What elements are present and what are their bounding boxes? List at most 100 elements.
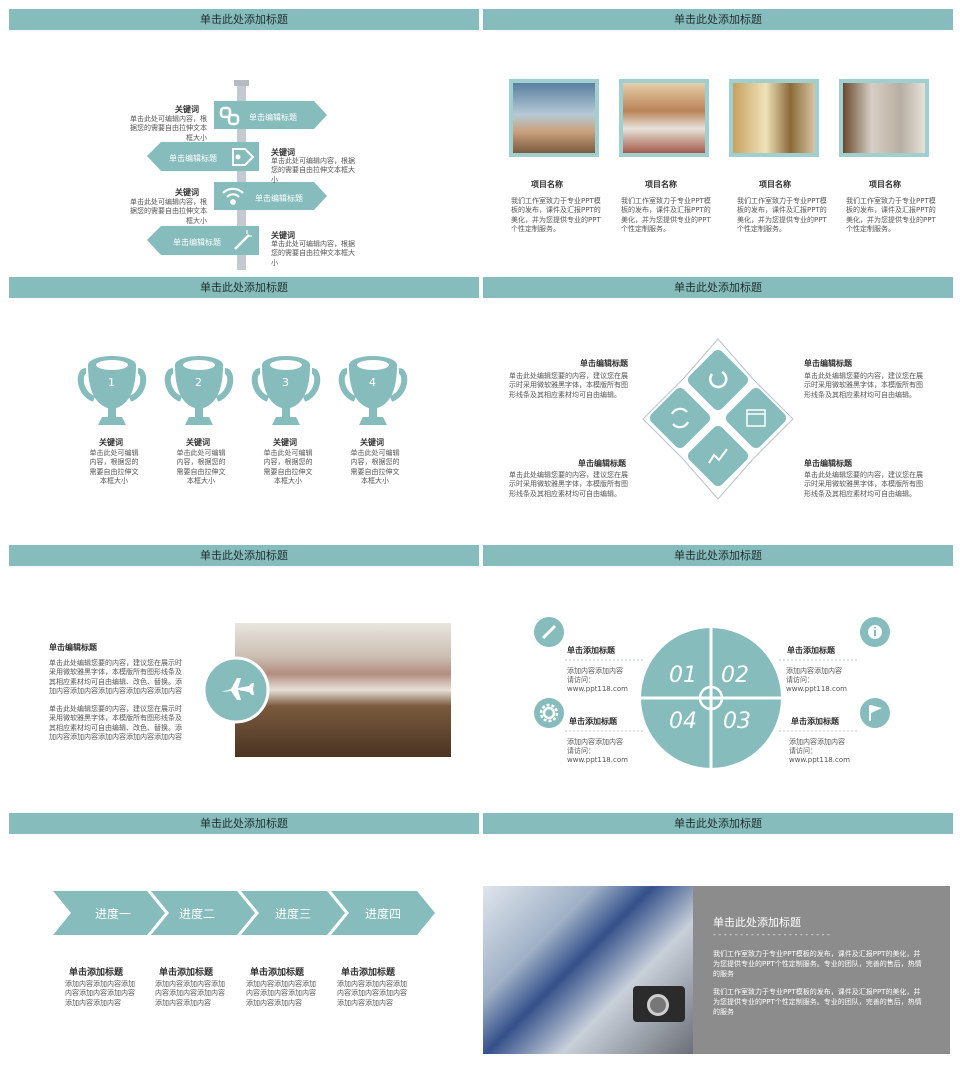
info-icon (868, 625, 882, 639)
slide-title-bar: 单击此处添加标题 (483, 545, 953, 566)
step-heading-4: 单击添加标题 (341, 968, 396, 978)
trophy-num-1: 1 (108, 376, 115, 389)
trophy-desc-2: 单击此处可编辑内容，根据您的需要自由拉伸文本框大小 (176, 449, 226, 486)
calendar-icon (746, 409, 766, 427)
panel-divider: - - - - - - - - - - - - - - - - - - - - … (713, 930, 830, 939)
step-label-1[interactable]: 进度一 (95, 907, 132, 921)
slide-5[interactable]: 单击此处添加标题 单击编辑标题 单击此处编辑您要的内容，建议您在展示时采用微软雅… (9, 545, 479, 807)
refresh-icon (709, 370, 728, 389)
step-label-2[interactable]: 进度二 (179, 907, 216, 921)
signpost-graphic (147, 80, 327, 270)
keyword-4: 关键词 (271, 231, 295, 240)
chart-line-icon (708, 448, 728, 464)
trophy-desc-4: 单击此处可编辑内容，根据您的需要自由拉伸文本框大小 (350, 449, 400, 486)
quad-line3-3: www.ppt118.com (567, 756, 628, 764)
step-label-4[interactable]: 进度四 (365, 907, 402, 921)
quadrant-02: 02 (721, 663, 749, 688)
quadrant-graphic (534, 617, 890, 768)
diamond-left (649, 387, 711, 449)
block-desc-1: 单击此处编辑您要的内容，建议您在展示时采用微软雅黑字体，本模版所有图形线条及其相… (509, 372, 628, 399)
camera-icon (633, 986, 685, 1022)
flag-icon (869, 705, 882, 721)
sign-label-3[interactable]: 单击编辑标题 (255, 194, 303, 203)
text-heading: 单击编辑标题 (49, 643, 97, 652)
slide-2[interactable]: 单击此处添加标题 项目名称 我们工作室致力于专业PPT模板的发布，课件及汇报PP… (483, 9, 953, 271)
gray-panel: 单击此处添加标题 - - - - - - - - - - - - - - - -… (693, 886, 950, 1054)
trophy-kw-4: 关键词 (360, 438, 384, 447)
slide-title-bar: 单击此处添加标题 (483, 277, 953, 298)
slide-title-bar: 单击此处添加标题 (9, 9, 479, 30)
slide-7[interactable]: 单击此处添加标题 进度一 进度二 进度三 进度四 单击添加标题 添加内容添加内容… (9, 813, 479, 1075)
photo-book (619, 79, 709, 157)
block-desc-3: 单击此处编辑您要的内容，建议您在展示时采用微软雅黑字体，本模版所有图形线条及其相… (509, 471, 628, 498)
photo-book-stack (729, 79, 819, 157)
quad-line2-1: 请访问： (567, 676, 595, 684)
chevron-2 (151, 891, 255, 935)
slide-title-bar: 单击此处添加标题 (9, 813, 479, 834)
trophy-icon-2 (168, 356, 231, 425)
diamond-top (687, 349, 749, 411)
item-desc-3: 我们工作室致力于专业PPT模板的发布，课件及汇报PPT的美化，并为您提供专业的P… (737, 197, 827, 234)
trophy-desc-1: 单击此处可编辑内容，根据您的需要自由拉伸文本框大小 (89, 449, 139, 486)
slide-3[interactable]: 单击此处添加标题 1 2 3 4 关键词 单击此处可编辑内容，根据您的需要自由拉… (9, 277, 479, 539)
photo-glasses (509, 79, 599, 157)
quad-line3-4: www.ppt118.com (789, 756, 850, 764)
item-desc-2: 我们工作室致力于专业PPT模板的发布，课件及汇报PPT的美化，并为您提供专业的P… (621, 197, 711, 234)
diamond-right (725, 387, 787, 449)
quad-line3-2: www.ppt118.com (786, 685, 847, 693)
tag-icon (232, 148, 255, 166)
text-para-1: 单击此处编辑您要的内容，建议您在展示时采用微软雅黑字体，本模版所有图形线条及其相… (49, 659, 182, 696)
panel-para-2: 我们工作室致力于专业PPT模板的发布，课件及汇报PPT的美化，并为您提供专业的P… (713, 988, 922, 1016)
keyword-desc-1: 单击此处可编辑内容，根据您的需要自由拉伸文本框大小 (130, 115, 207, 142)
block-desc-4: 单击此处编辑您要的内容，建议您在展示时采用微软雅黑字体，本模版所有图形线条及其相… (804, 471, 923, 498)
step-desc-1: 添加内容添加内容添加内容添加内容添加内容添加内容添加内容 (65, 980, 135, 1007)
gear-icon (539, 703, 559, 723)
diamond-graphic (642, 338, 794, 500)
item-name-1: 项目名称 (531, 180, 563, 189)
slide-4[interactable]: 单击此处添加标题 单击编辑标题 单击此处编辑您要的内容，建议您在展示时采用微软雅… (483, 277, 953, 539)
sign-label-2[interactable]: 单击编辑标题 (169, 154, 217, 163)
panel-title: 单击此处添加标题 (713, 916, 801, 929)
slide-1[interactable]: 单击此处添加标题 单击编辑标题 单击编辑标题 单击编辑标题 单击编辑标题 关键词… (9, 9, 479, 271)
quad-heading-2: 单击添加标题 (787, 646, 835, 655)
slide-8[interactable]: 单击此处添加标题 单击此处添加标题 - - - - - - - - - - - … (483, 813, 953, 1075)
item-name-3: 项目名称 (759, 180, 791, 189)
item-name-4: 项目名称 (869, 180, 901, 189)
chevron-3 (241, 891, 345, 935)
slide-title-bar: 单击此处添加标题 (9, 545, 479, 566)
trophy-icon-1 (81, 356, 144, 425)
trophy-graphic (9, 277, 479, 539)
cycle-icon (671, 407, 689, 429)
step-label-3[interactable]: 进度三 (275, 907, 312, 921)
trophy-kw-2: 关键词 (186, 438, 210, 447)
slide-title-bar: 单击此处添加标题 (9, 277, 479, 298)
trophy-desc-3: 单击此处可编辑内容，根据您的需要自由拉伸文本框大小 (263, 449, 313, 486)
quad-heading-3: 单击添加标题 (569, 717, 617, 726)
quad-line2-2: 请访问： (786, 676, 814, 684)
slide-title-bar: 单击此处添加标题 (483, 813, 953, 834)
sign-label-1[interactable]: 单击编辑标题 (249, 113, 297, 122)
quad-heading-4: 单击添加标题 (791, 717, 839, 726)
quadrant-03: 03 (723, 709, 751, 734)
trophy-icon-4 (342, 356, 405, 425)
slide-6[interactable]: 单击此处添加标题 01 02 04 03 单击添加标题 添加内容添加内容 请访问… (483, 545, 953, 807)
keyword-desc-2: 单击此处可编辑内容，根据您的需要自由拉伸文本框大小 (271, 157, 355, 184)
trophy-num-3: 3 (282, 376, 289, 389)
step-desc-4: 添加内容添加内容添加内容添加内容添加内容添加内容添加内容 (337, 980, 407, 1007)
trophy-kw-3: 关键词 (273, 438, 297, 447)
item-desc-1: 我们工作室致力于专业PPT模板的发布，课件及汇报PPT的美化，并为您提供专业的P… (511, 197, 601, 234)
sign-label-4[interactable]: 单击编辑标题 (173, 238, 221, 247)
quad-line1-3: 添加内容添加内容 (567, 738, 623, 746)
step-heading-1: 单击添加标题 (69, 968, 124, 978)
trophy-num-4: 4 (369, 376, 376, 389)
airplane-badge (202, 656, 270, 724)
quad-line1-2: 添加内容添加内容 (786, 667, 842, 675)
step-heading-2: 单击添加标题 (159, 968, 214, 978)
step-desc-3: 添加内容添加内容添加内容添加内容添加内容添加内容添加内容 (246, 980, 316, 1007)
quadrant-04: 04 (669, 709, 697, 734)
airplane-icon (221, 678, 254, 700)
trophy-icon-3 (255, 356, 318, 425)
keyword-3: 关键词 (175, 188, 199, 197)
quad-heading-1: 单击添加标题 (567, 646, 615, 655)
step-desc-2: 添加内容添加内容添加内容添加内容添加内容添加内容添加内容 (155, 980, 225, 1007)
